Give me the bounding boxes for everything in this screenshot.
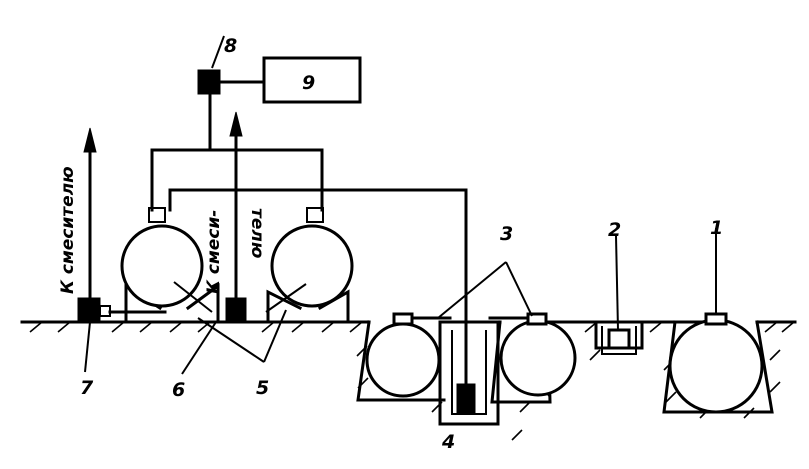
label-9: 9 bbox=[302, 72, 315, 94]
underground-tanks bbox=[365, 312, 577, 398]
label-3: 3 bbox=[500, 223, 513, 245]
unit-9-box bbox=[262, 56, 362, 104]
valve-chamber bbox=[601, 326, 637, 355]
pump-6 bbox=[225, 297, 247, 323]
pump-pit bbox=[438, 320, 500, 426]
to-mixer-middle-label-line2: телю bbox=[247, 208, 267, 258]
label-8: 8 bbox=[224, 35, 237, 57]
pump-7 bbox=[77, 297, 111, 323]
arrow-to-mixer-middle bbox=[229, 111, 243, 302]
label-6: 6 bbox=[172, 379, 185, 401]
to-mixer-left-label: К смесителю bbox=[58, 166, 78, 294]
label-1: 1 bbox=[710, 217, 723, 239]
label-5: 5 bbox=[256, 377, 269, 399]
label-4: 4 bbox=[441, 431, 455, 453]
label-2: 2 bbox=[608, 219, 621, 241]
label-7: 7 bbox=[80, 377, 94, 399]
to-mixer-middle-label-line1: К смеси- bbox=[204, 210, 224, 294]
above-ground-tanks bbox=[120, 224, 354, 313]
receiving-tank bbox=[668, 312, 764, 414]
arrow-to-mixer-left bbox=[83, 127, 97, 302]
pump-8 bbox=[197, 69, 266, 95]
leader-lines bbox=[84, 35, 717, 375]
